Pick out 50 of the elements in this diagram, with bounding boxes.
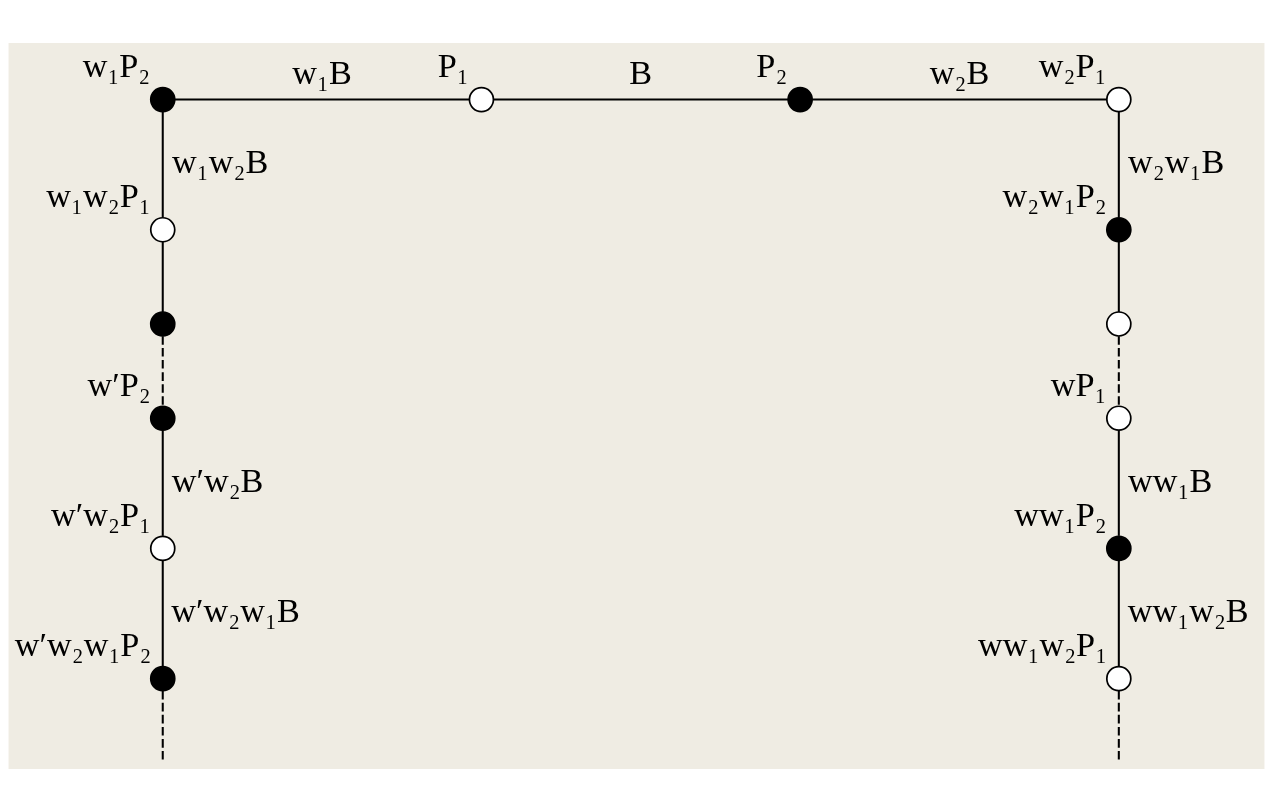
node-label: w′P₂ [87,364,151,403]
connector [161,335,164,406]
node-label: w₁w₂P₁ [46,175,151,214]
edge-label: w₂B [929,52,990,91]
edge-label: w₂w₁B [1128,141,1225,180]
node-label: wP₁ [1050,364,1107,403]
node-circle [1105,86,1132,112]
node-label: P₂ [756,45,788,84]
connector [161,241,164,312]
connector [161,111,164,217]
connector [1117,690,1120,761]
node-label: P₁ [437,45,469,84]
node-circle [1105,535,1132,561]
node-circle [149,86,176,112]
node-circle [1105,216,1132,243]
connector [812,98,1107,101]
connector [1117,560,1120,666]
node-label: w₁P₂ [82,45,151,84]
connector [174,98,470,101]
connector [161,429,164,536]
connector [1117,241,1120,312]
node-circle [149,535,176,561]
node-label: w₂w₁P₂ [1002,175,1107,214]
edge-label: ww₁B [1128,460,1213,499]
node-circle [149,216,176,243]
node-label: ww₁P₂ [1014,494,1107,533]
node-label: ww₁w₂P₁ [978,624,1108,663]
connector [1117,429,1120,536]
node-circle [1105,404,1132,431]
connector [161,690,164,761]
node-circle [149,665,176,691]
edge-label: w₁w₂B [172,141,269,180]
node-circle [149,404,176,431]
node-circle [149,310,176,337]
node-label: w′w₂P₁ [51,494,152,533]
node-label: w′w₂w₁P₂ [14,624,152,663]
edge-label: w′w₂B [171,460,264,499]
node-circle [1105,665,1132,691]
node-circle [1105,310,1132,337]
node-label: w₂P₁ [1038,45,1107,84]
edge-label: w′w₂w₁B [171,590,300,629]
connector [161,560,164,666]
connector [1117,111,1120,217]
connector [493,98,788,101]
edge-label: ww₁w₂B [1127,590,1249,629]
edge-label: B [629,52,653,91]
edge-label: w₁B [292,52,352,91]
connector [1117,335,1120,406]
node-circle [787,86,813,112]
node-circle [468,86,495,112]
